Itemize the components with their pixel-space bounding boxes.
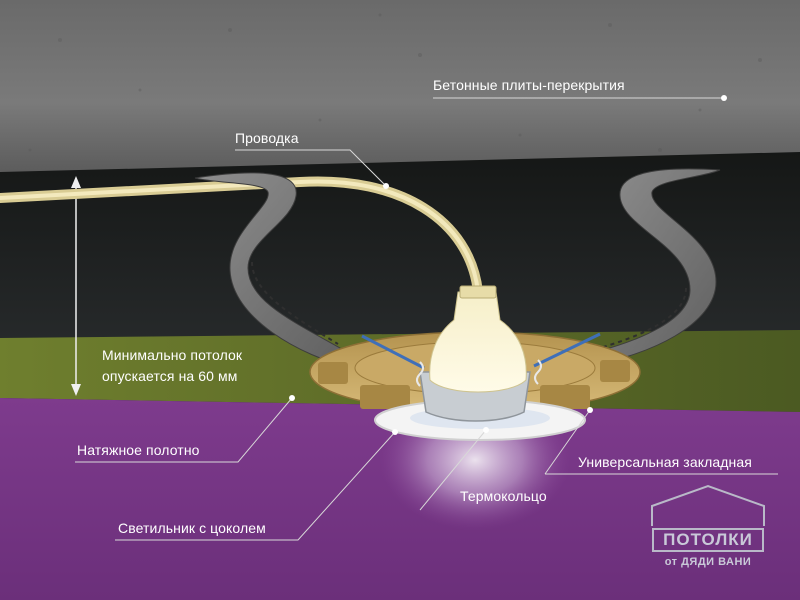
concrete-slab — [0, 0, 800, 172]
label-stretch-film: Натяжное полотно — [77, 441, 200, 459]
logo-subtitle: от ДЯДИ ВАНИ — [648, 556, 768, 568]
logo-brand-text: ПОТОЛКИ — [652, 528, 764, 552]
label-luminaire: Светильник с цоколем — [118, 519, 266, 537]
lamp-base — [460, 286, 496, 298]
label-universal-mount: Универсальная закладная — [578, 453, 752, 471]
label-min-drop: Минимально потолок опускается на 60 мм — [102, 345, 282, 387]
label-concrete: Бетонные плиты-перекрытия — [433, 76, 625, 94]
label-thermo-ring: Термокольцо — [460, 487, 547, 505]
brand-logo: ПОТОЛКИ от ДЯДИ ВАНИ — [648, 500, 768, 572]
label-wiring: Проводка — [235, 129, 299, 147]
